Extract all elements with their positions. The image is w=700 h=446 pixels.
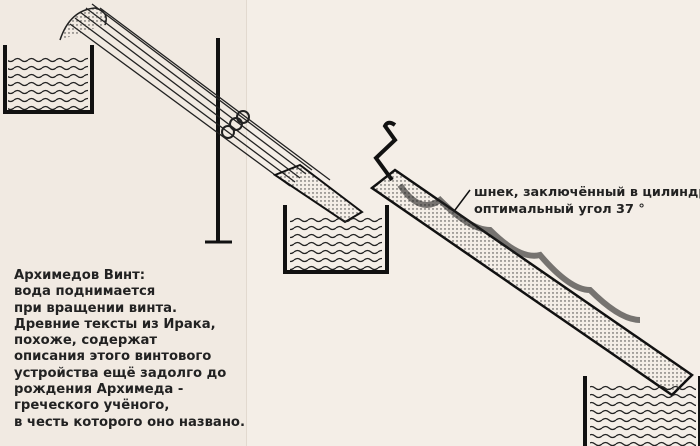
enclosed-screw-cylinder	[369, 168, 694, 397]
middle-water-tank	[283, 205, 389, 274]
screw-label-line: шнек, заключённый в цилиндр;	[474, 185, 700, 200]
screw-label: шнек, заключённый в цилиндр; оптимальный…	[474, 184, 700, 218]
caption-line: греческого учёного,	[14, 398, 170, 414]
upper-water-tank	[3, 45, 94, 114]
left-screw-tube	[272, 163, 364, 224]
lower-water-tank	[583, 376, 700, 446]
caption-line: при вращении винта.	[14, 300, 178, 316]
caption-line: Древние тексты из Ирака,	[14, 316, 216, 332]
caption-line: устройства ещё задолго до	[14, 365, 227, 381]
caption-text: Архимедов Винт: вода поднимается при вра…	[14, 268, 245, 431]
caption-line: в честь которого оно названо.	[14, 414, 246, 430]
caption-line: рождения Архимеда -	[14, 382, 184, 398]
screw-angle-label: оптимальный угол 37 °	[474, 202, 645, 217]
crank-handle	[373, 120, 398, 182]
caption-title: Архимедов Винт:	[14, 268, 146, 283]
open-screw-strings	[59, 3, 331, 187]
caption-line: вода поднимается	[14, 284, 156, 300]
label-pointer-line	[454, 189, 471, 211]
caption-line: похоже, содержат	[14, 333, 157, 349]
caption-line: описания этого винтового	[14, 349, 212, 365]
